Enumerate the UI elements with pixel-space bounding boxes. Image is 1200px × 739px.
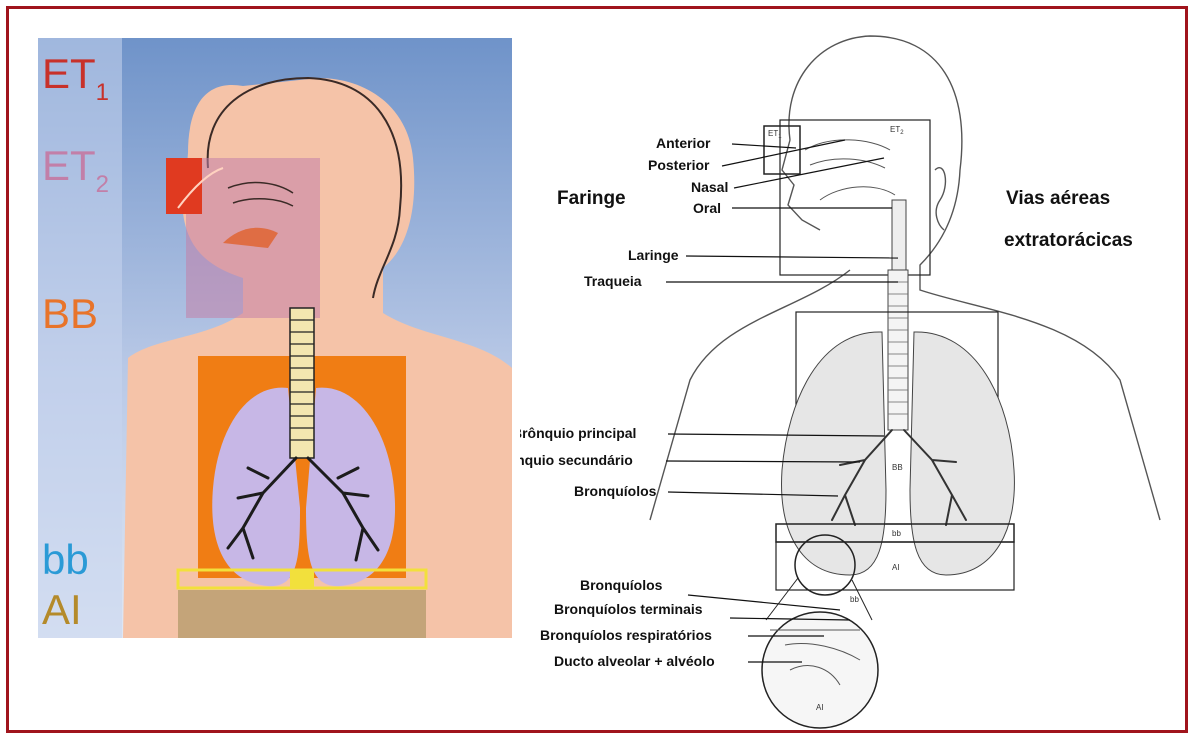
line-diagram-svg: ET1 ET2 BB bb	[520, 20, 1190, 735]
et2-box	[780, 120, 930, 275]
nasal-leader	[734, 158, 884, 188]
bb-lower-tag: bb	[892, 529, 901, 538]
colored-respiratory-diagram: ET1 ET2 BB bb AI	[38, 38, 512, 638]
extrathoracic-heading-line2: extratorácicas	[1004, 230, 1133, 251]
bb-yellow-center	[290, 570, 314, 588]
ai-box-tag: AI	[892, 563, 900, 572]
inset-bb-tag: bb	[850, 595, 859, 604]
magnifier-line-left	[766, 578, 798, 620]
et2-box-tag: ET2	[890, 125, 904, 136]
inset-ai-tag: AI	[816, 703, 824, 712]
anterior-label: Anterior	[656, 135, 711, 151]
line-respiratory-diagram: ET1 ET2 BB bb	[520, 20, 1190, 735]
oral-label: Oral	[693, 200, 721, 216]
bb-box-tag: BB	[892, 463, 903, 472]
ai-band	[178, 590, 426, 638]
bb-label: BB	[42, 290, 98, 337]
larynx-leader	[686, 256, 898, 258]
trachea-label: Traqueia	[584, 273, 642, 289]
larynx-label: Laringe	[628, 247, 679, 263]
inset-bronchioles-label: Bronquíolos	[580, 577, 663, 593]
pharynx-heading: Faringe	[557, 188, 626, 209]
nasal-label: Nasal	[691, 179, 728, 195]
inset-bronchioles-leader	[688, 595, 840, 610]
larynx	[892, 200, 906, 270]
secondary-bronchus-label: Brônquio secundário	[520, 452, 633, 468]
bronchioles-label: Bronquíolos	[574, 483, 657, 499]
respiratory-bronchioles-label: Bronquíolos respiratórios	[540, 627, 712, 643]
bb-small-label: bb	[42, 536, 89, 583]
colored-diagram-svg: ET1 ET2 BB bb AI	[38, 38, 512, 638]
extrathoracic-heading-line1: Vias aéreas	[1006, 188, 1110, 209]
alveolar-duct-label: Ducto alveolar + alvéolo	[554, 653, 715, 669]
nasal-cavity	[805, 140, 895, 200]
terminal-bronchioles-label: Bronquíolos terminais	[554, 601, 703, 617]
ai-label: AI	[42, 586, 82, 633]
main-bronchus-label: Brônquio principal	[520, 425, 636, 441]
trachea	[290, 308, 314, 458]
posterior-label: Posterior	[648, 157, 710, 173]
